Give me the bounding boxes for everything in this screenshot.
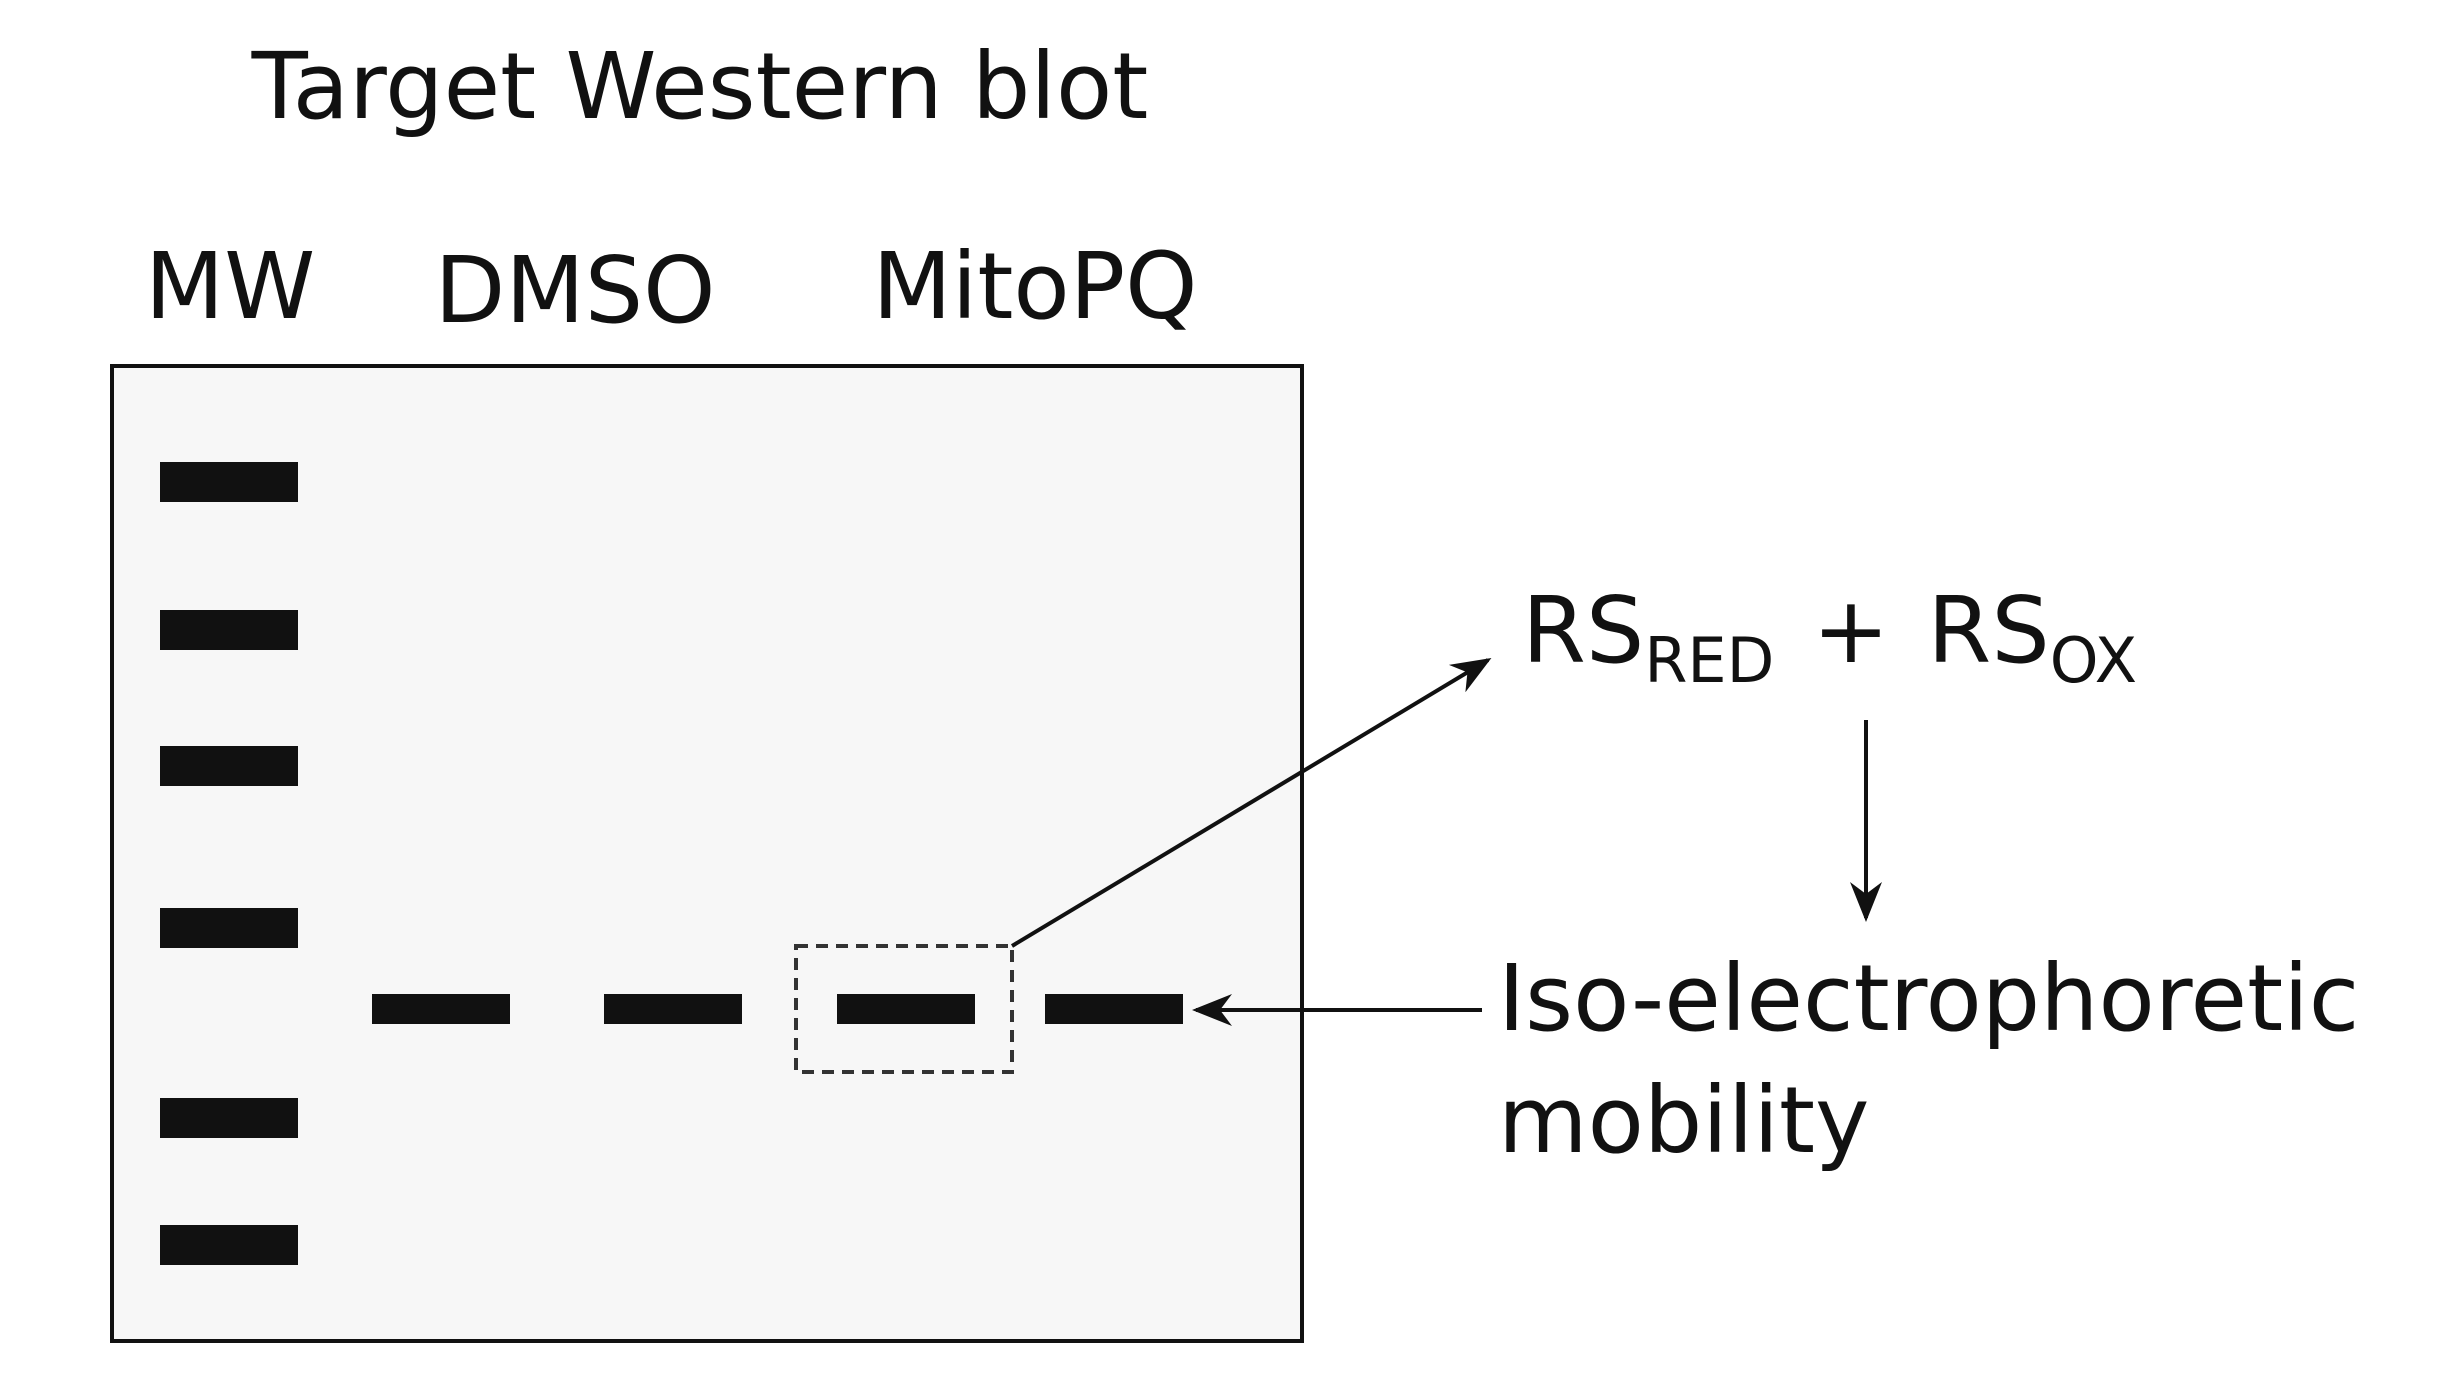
mitopq-band bbox=[1045, 994, 1183, 1024]
ladder-band bbox=[160, 462, 298, 502]
red-subscript: RED bbox=[1644, 624, 1774, 697]
ladder-band bbox=[160, 1098, 298, 1138]
arrow-to-species bbox=[1010, 657, 1492, 948]
lane-label-mitopq: MitoPQ bbox=[872, 233, 1197, 340]
ladder-band bbox=[160, 746, 298, 786]
lane-label-dmso: DMSO bbox=[434, 237, 715, 344]
ladder-band bbox=[160, 1225, 298, 1265]
ladder-band bbox=[160, 908, 298, 948]
sample-bands bbox=[372, 994, 1183, 1024]
highlight-box bbox=[794, 944, 1014, 1074]
diagram-title: Target Western blot bbox=[251, 33, 1149, 140]
dmso-band bbox=[372, 994, 510, 1024]
dmso-band bbox=[604, 994, 742, 1024]
mw-ladder bbox=[160, 462, 298, 1265]
result-label-line1: Iso-electrophoretic bbox=[1498, 945, 2359, 1052]
plus-sign: + bbox=[1812, 577, 1889, 684]
rs-red-symbol: RS bbox=[1522, 577, 1644, 684]
blot-membrane bbox=[110, 364, 1304, 1343]
ladder-band bbox=[160, 610, 298, 650]
rs-ox-symbol: RS bbox=[1927, 577, 2049, 684]
ox-subscript: OX bbox=[2050, 624, 2137, 697]
species-label: RSRED+RSOX bbox=[1522, 577, 2137, 697]
mitopq-band bbox=[837, 994, 975, 1024]
result-label-line2: mobility bbox=[1498, 1067, 1870, 1174]
lane-label-mw: MW bbox=[145, 233, 315, 340]
